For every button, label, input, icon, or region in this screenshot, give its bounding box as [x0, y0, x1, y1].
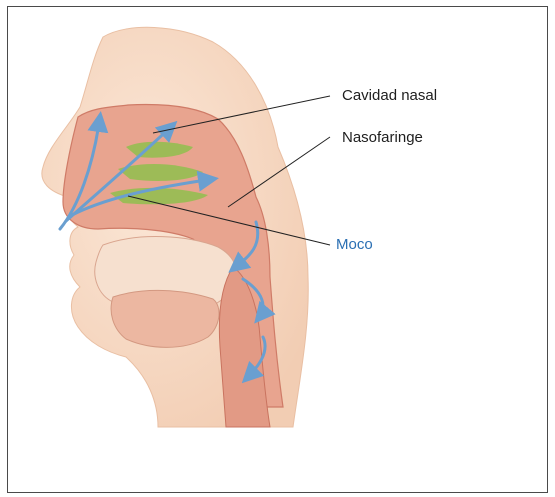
label-nasal-cavity: Cavidad nasal: [342, 87, 437, 105]
label-nasopharynx: Nasofaringe: [342, 129, 423, 147]
tongue: [111, 290, 219, 347]
diagram-frame: Cavidad nasal Nasofaringe Moco: [7, 6, 548, 493]
label-mucus: Moco: [336, 236, 373, 254]
head-cross-section-illustration: [8, 7, 548, 493]
